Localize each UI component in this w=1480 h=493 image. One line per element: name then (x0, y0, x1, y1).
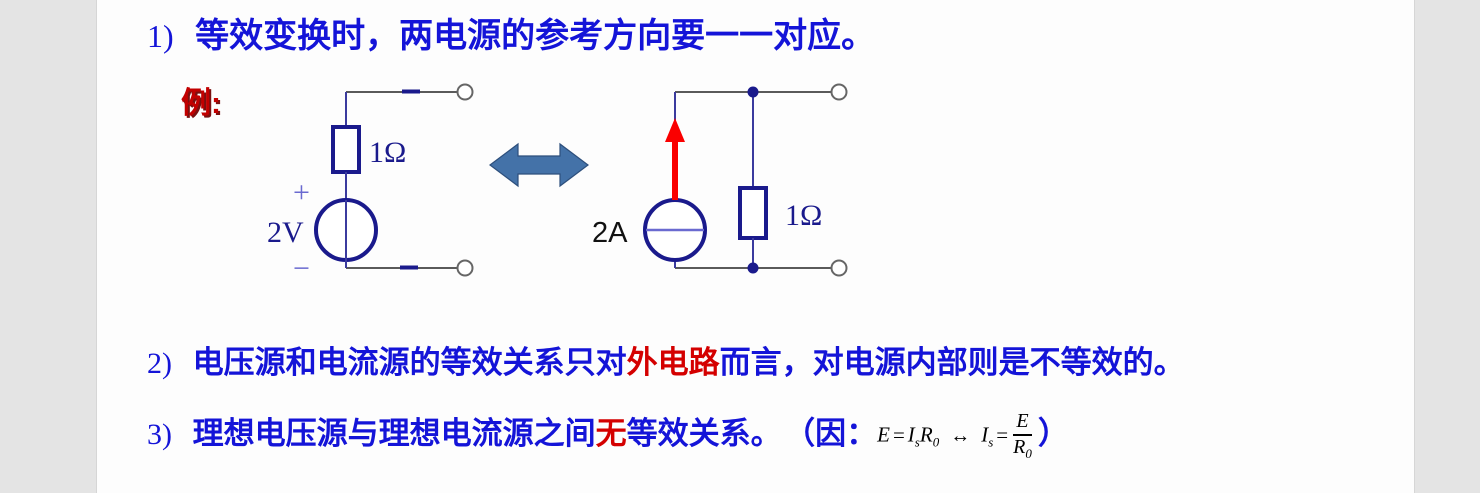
right-source-label: 2A (592, 217, 628, 249)
formula-paren-open: （因： (799, 416, 878, 451)
formula-lhs-res: R (919, 422, 933, 447)
left-terminal-bottom (456, 259, 474, 277)
left-terminal-top (456, 83, 474, 101)
right-gutter (1415, 0, 1480, 493)
bullet-item-2: 2) 电压源和电流源的等效关系只对外电路而言，对电源内部则是不等效的。 (147, 337, 1185, 382)
bullet-1-number: 1) (147, 18, 174, 54)
right-terminal-top (830, 83, 848, 101)
bullet-3-highlight: 无 (595, 416, 627, 451)
left-bottom-wire-nub (400, 265, 418, 270)
bullet-2-highlight: 外电路 (626, 345, 720, 380)
formula-frac-denominator: R0 (1013, 435, 1032, 461)
formula-lhs-res-sub: 0 (932, 434, 940, 450)
bullet-item-1: 1) 等效变换时，两电源的参考方向要一一对应。 (147, 8, 875, 57)
current-direction-arrow-icon (665, 118, 685, 200)
circuit-diagram: 1Ω + 2V − (267, 83, 848, 285)
left-top-wire-nub (402, 89, 420, 94)
slide-canvas: 1) 等效变换时，两电源的参考方向要一一对应。 例: (97, 0, 1414, 493)
formula-frac-den-var: R (1013, 435, 1026, 458)
formula-lhs-current-sub: s (914, 434, 920, 450)
bullet-2-text-before: 电压源和电流源的等效关系只对 (192, 345, 627, 380)
formula-lhs-var: E (877, 422, 890, 447)
equivalence-arrow-shape (489, 142, 589, 188)
formula-rhs-equals: = (996, 422, 1009, 447)
right-junction-dot-top (747, 86, 759, 98)
current-arrow-head (665, 118, 685, 142)
right-gutter-rule (1414, 0, 1415, 493)
formula-frac-bar (1013, 434, 1032, 436)
left-circuit-group: 1Ω + 2V − (267, 83, 474, 285)
equivalence-arrow-icon (489, 142, 589, 188)
left-polarity-plus: + (293, 176, 310, 209)
right-junction-dot-bottom (747, 262, 759, 274)
formula-paren-close: ） (1037, 416, 1069, 451)
right-terminal-bottom (830, 259, 848, 277)
bullet-2-text-after: 而言，对电源内部则是不等效的。 (719, 345, 1185, 380)
left-polarity-minus: − (293, 252, 310, 285)
example-label: 例: (181, 87, 221, 120)
formula-rhs-current-sub: s (988, 434, 994, 450)
formula-frac-numerator: E (1016, 410, 1029, 433)
bullet-3-number: 3) (147, 418, 172, 451)
bullet-2-number: 2) (147, 347, 172, 380)
bullet-3-text-after: 等效关系。 (626, 416, 782, 451)
left-resistor (331, 125, 361, 174)
formula-frac-den-sub: 0 (1025, 445, 1032, 461)
left-gutter-rule (96, 0, 97, 493)
bullet-1-text: 等效变换时，两电源的参考方向要一一对应。 (195, 17, 876, 55)
left-source-label: 2V (267, 216, 304, 249)
formula-rhs-current: I (981, 422, 989, 447)
left-gutter (0, 0, 96, 493)
bullet-3-text-before: 理想电压源与理想电流源之间 (192, 416, 596, 451)
formula-lhs-current: I (907, 422, 915, 447)
right-resistor (738, 186, 768, 240)
left-resistor-label: 1Ω (369, 136, 406, 169)
right-circuit-group: 2A 1Ω (592, 83, 848, 277)
right-resistor-label: 1Ω (785, 199, 822, 232)
formula-equals: = (892, 422, 905, 447)
formula-biarrow-icon: ↔ (950, 424, 971, 447)
